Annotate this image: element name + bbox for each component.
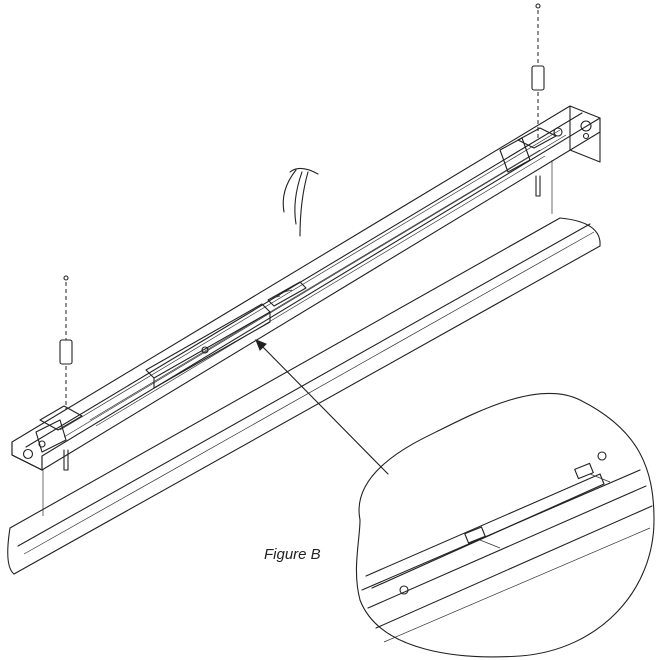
figure-caption: Figure B [264, 546, 321, 563]
detail-bubble [355, 392, 655, 658]
mount-hardware-left [42, 275, 73, 516]
fixture-housing [11, 105, 601, 471]
mount-hardware-right [531, 3, 553, 214]
supply-wires [282, 167, 319, 237]
lens-diffuser [7, 217, 601, 575]
callout-arrow [255, 339, 389, 475]
